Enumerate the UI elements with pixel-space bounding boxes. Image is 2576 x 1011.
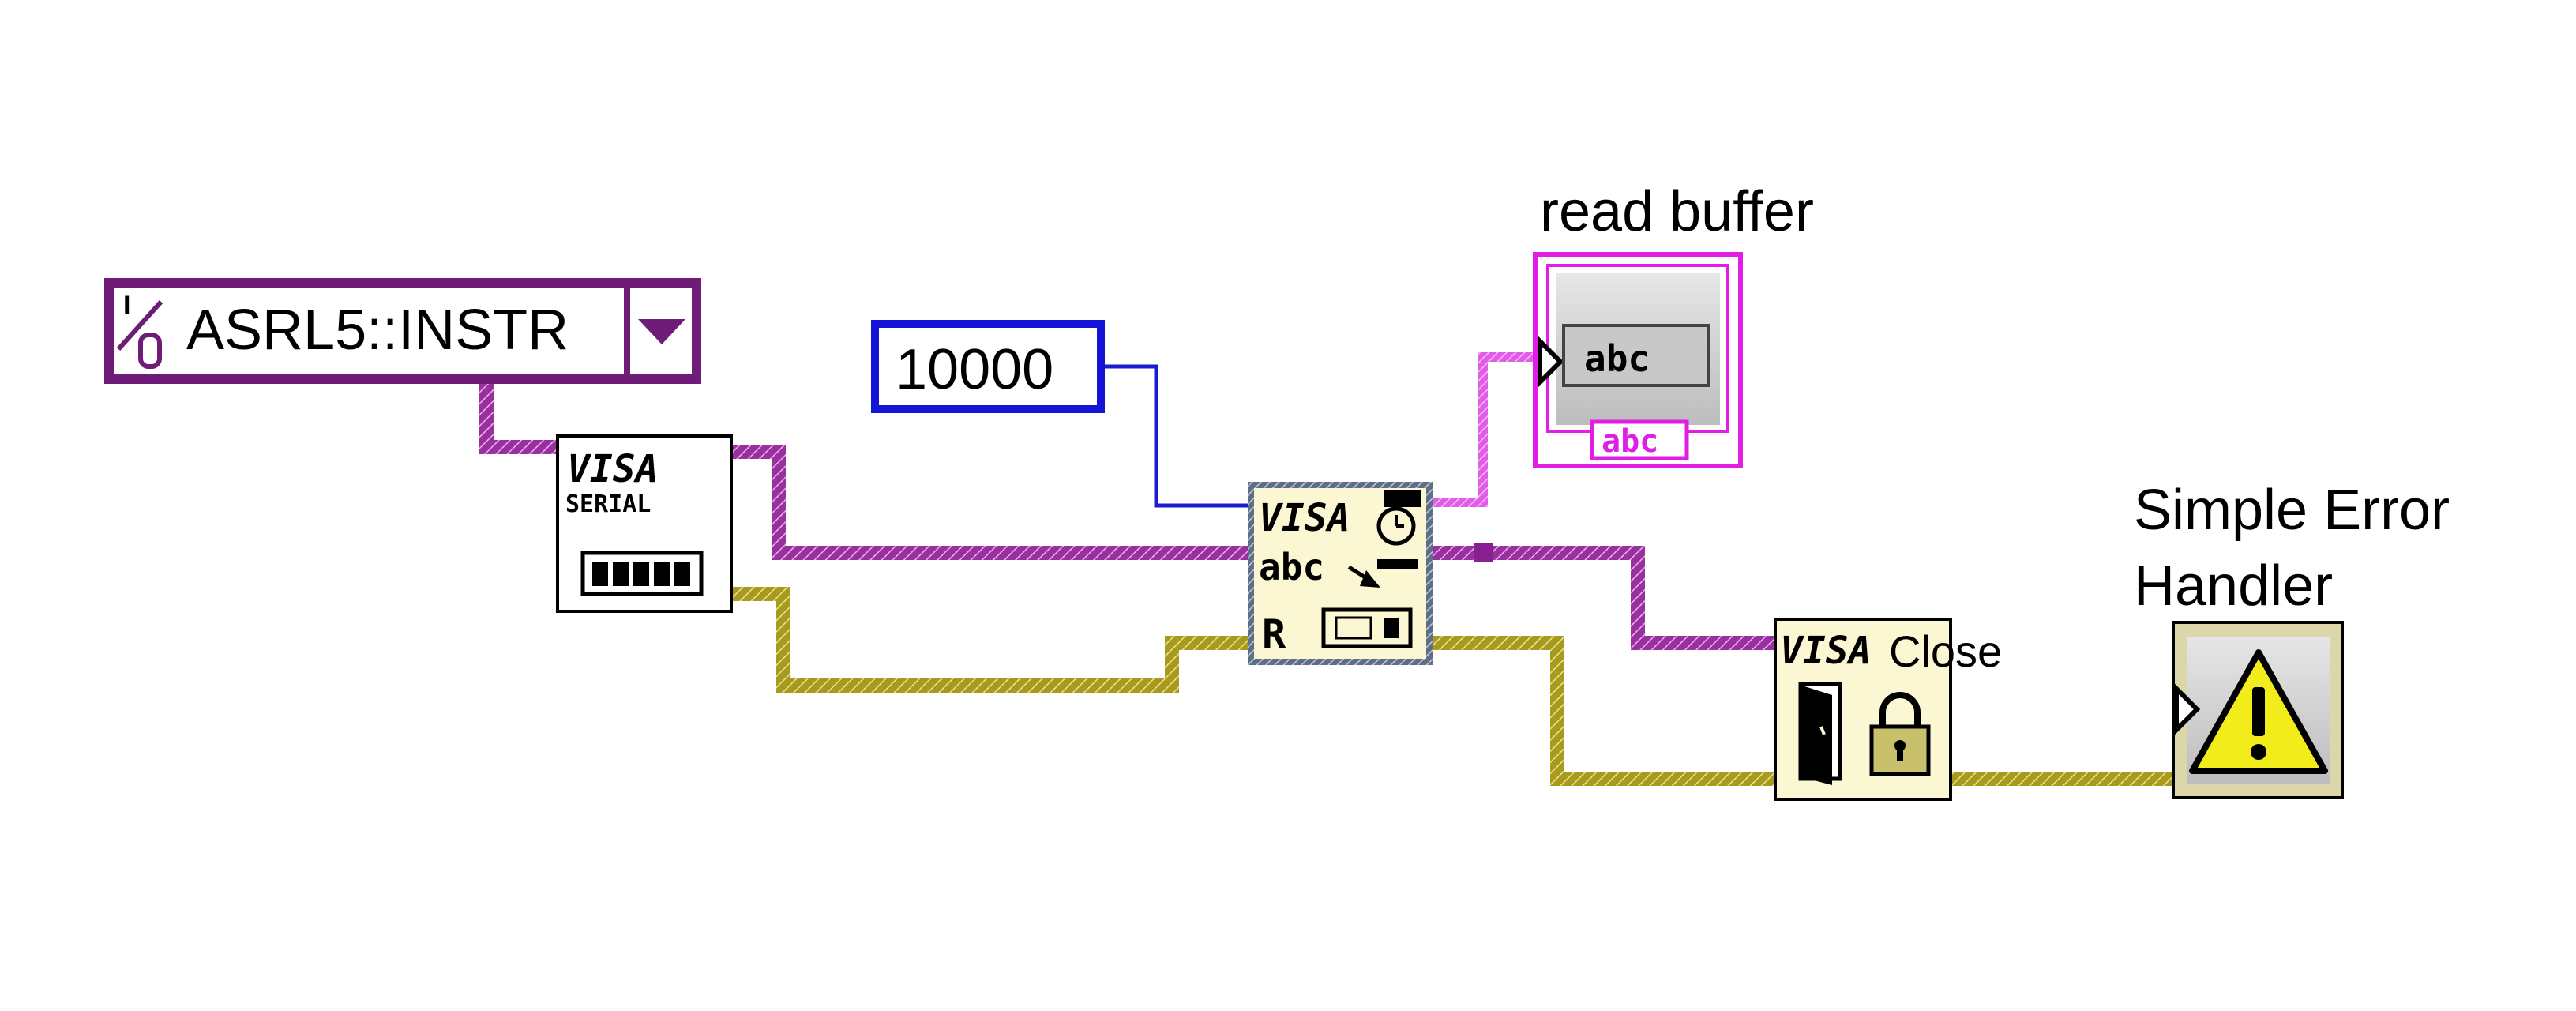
visa-resource-wire[interactable]	[1433, 546, 1775, 650]
wires	[479, 352, 2175, 786]
visa-close-node[interactable]: VISA Close	[1774, 618, 2002, 801]
byte-count-constant[interactable]: 10000	[871, 320, 1105, 413]
error-cluster-wire[interactable]	[731, 587, 1248, 693]
svg-text:VISA: VISA	[1780, 629, 1872, 673]
wire-junction	[1474, 543, 1493, 562]
error-handler-label-line2: Handler	[2134, 554, 2333, 618]
svg-text:abc: abc	[1259, 546, 1324, 588]
lock-icon	[1869, 692, 1931, 776]
byte-count-text: 10000	[896, 338, 1053, 401]
read-buffer-label: read buffer	[1540, 180, 1814, 243]
io-icon: I	[116, 291, 163, 369]
visa-configure-serial-node[interactable]: VISA SERIAL	[556, 434, 733, 613]
byte-count-wire[interactable]	[1101, 364, 1248, 508]
read-buffer-indicator[interactable]: abc abc	[1533, 252, 1743, 468]
read-buffer-display-text: abc	[1584, 337, 1650, 380]
visa-resource-wire[interactable]	[731, 445, 1248, 560]
buffer-icon	[1321, 607, 1413, 648]
dropdown-arrow-icon[interactable]	[638, 319, 685, 344]
svg-text:R: R	[1262, 611, 1286, 657]
svg-text:VISA: VISA	[1259, 496, 1350, 540]
read-buffer-wire[interactable]	[1433, 352, 1540, 507]
input-arrow-icon	[1538, 335, 1564, 389]
timer-icon	[1376, 490, 1421, 546]
visa-resource-constant[interactable]: I ASRL5::INSTR	[104, 278, 701, 384]
door-icon	[1798, 682, 1842, 785]
string-type-tag: abc	[1602, 423, 1658, 460]
visa-close-label: Close	[1889, 626, 2002, 676]
visa-read-node[interactable]: VISA abc R	[1248, 482, 1433, 665]
error-cluster-wire[interactable]	[1433, 636, 1775, 786]
svg-text:SERIAL: SERIAL	[565, 490, 651, 518]
resource-name-text: ASRL5::INSTR	[186, 299, 569, 362]
warning-icon	[2189, 649, 2328, 774]
visa-resource-wire[interactable]	[479, 378, 559, 454]
input-arrow-icon	[2174, 682, 2201, 736]
svg-text:VISA: VISA	[567, 447, 659, 491]
read-arrow-icon	[1347, 559, 1418, 588]
simple-error-handler-node[interactable]	[2172, 621, 2344, 799]
svg-text:I: I	[123, 291, 130, 321]
dip-switch-icon	[580, 551, 704, 596]
error-handler-label-line1: Simple Error	[2134, 479, 2450, 542]
